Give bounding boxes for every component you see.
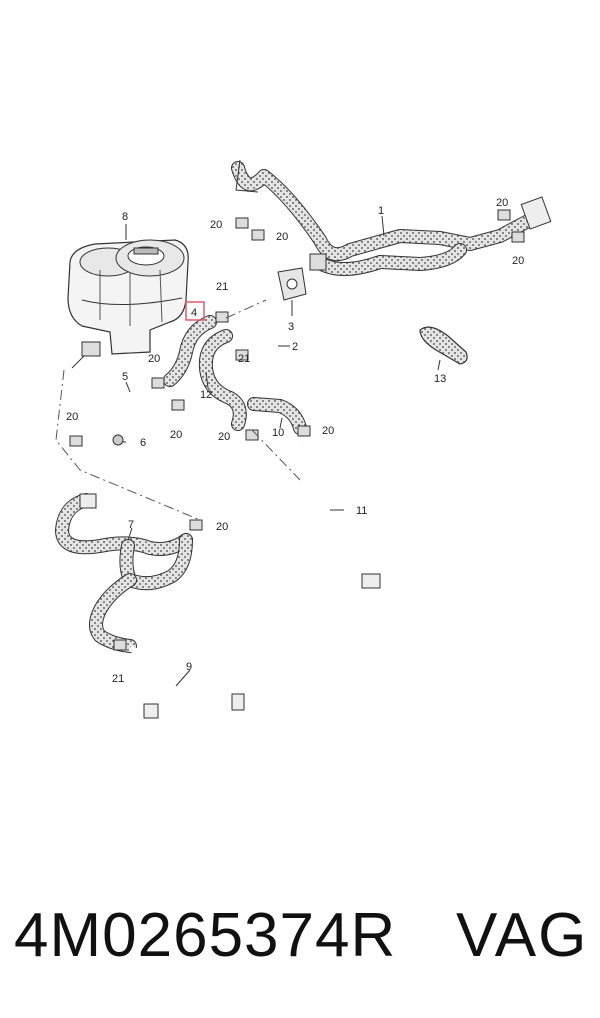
callout-8: 8 bbox=[122, 211, 128, 223]
screw-6 bbox=[112, 434, 124, 446]
hose-10 bbox=[247, 397, 307, 435]
pipe-5 bbox=[86, 382, 161, 445]
callout-20: 20 bbox=[66, 411, 78, 423]
expansion-tank bbox=[67, 239, 189, 369]
callout-20: 20 bbox=[170, 429, 182, 441]
hose-7 bbox=[55, 493, 193, 653]
callout-6: 6 bbox=[140, 437, 146, 449]
hose-1 bbox=[231, 159, 552, 276]
bracket-3 bbox=[277, 267, 307, 301]
callout-20: 20 bbox=[496, 197, 508, 209]
clamps bbox=[69, 209, 525, 651]
leader-lines bbox=[122, 215, 441, 687]
parts-diagram: 1 2 3 4 5 6 7 8 9 10 11 12 13 20 20 20 2… bbox=[55, 159, 552, 719]
part-number: 4M0265374R bbox=[14, 901, 397, 970]
callout-20: 20 bbox=[218, 431, 230, 443]
callout-20: 20 bbox=[512, 255, 524, 267]
callout-20: 20 bbox=[216, 521, 228, 533]
pipe-2 bbox=[253, 251, 314, 399]
callout-4: 4 bbox=[191, 307, 197, 319]
callout-12: 12 bbox=[200, 389, 212, 401]
reference-lines bbox=[55, 299, 301, 521]
callout-11: 11 bbox=[356, 505, 367, 517]
callout-9: 9 bbox=[186, 661, 192, 673]
seal-13 bbox=[419, 326, 468, 365]
callout-13: 13 bbox=[434, 373, 446, 385]
highlight-box-4 bbox=[185, 301, 205, 321]
pipe-9 bbox=[128, 645, 245, 719]
pipe-11 bbox=[299, 442, 401, 589]
callout-7: 7 bbox=[128, 519, 134, 531]
callout-21: 21 bbox=[238, 353, 250, 365]
callout-labels: 1 2 3 4 5 6 7 8 9 10 11 12 13 20 20 20 2… bbox=[66, 197, 524, 685]
callout-5: 5 bbox=[122, 371, 128, 383]
callout-2: 2 bbox=[292, 341, 298, 353]
callout-10: 10 bbox=[272, 427, 284, 439]
callout-20: 20 bbox=[322, 425, 334, 437]
callout-1: 1 bbox=[378, 205, 384, 217]
brand-label: VAG bbox=[456, 901, 589, 970]
callout-20: 20 bbox=[276, 231, 288, 243]
hose-4 bbox=[163, 315, 217, 387]
callout-21: 21 bbox=[216, 281, 228, 293]
callout-20: 20 bbox=[210, 219, 222, 231]
callout-21: 21 bbox=[112, 673, 124, 685]
footer: 4M0265374R VAG bbox=[0, 880, 600, 1000]
callout-20: 20 bbox=[148, 353, 160, 365]
callout-3: 3 bbox=[288, 321, 294, 333]
hose-12 bbox=[198, 329, 247, 431]
